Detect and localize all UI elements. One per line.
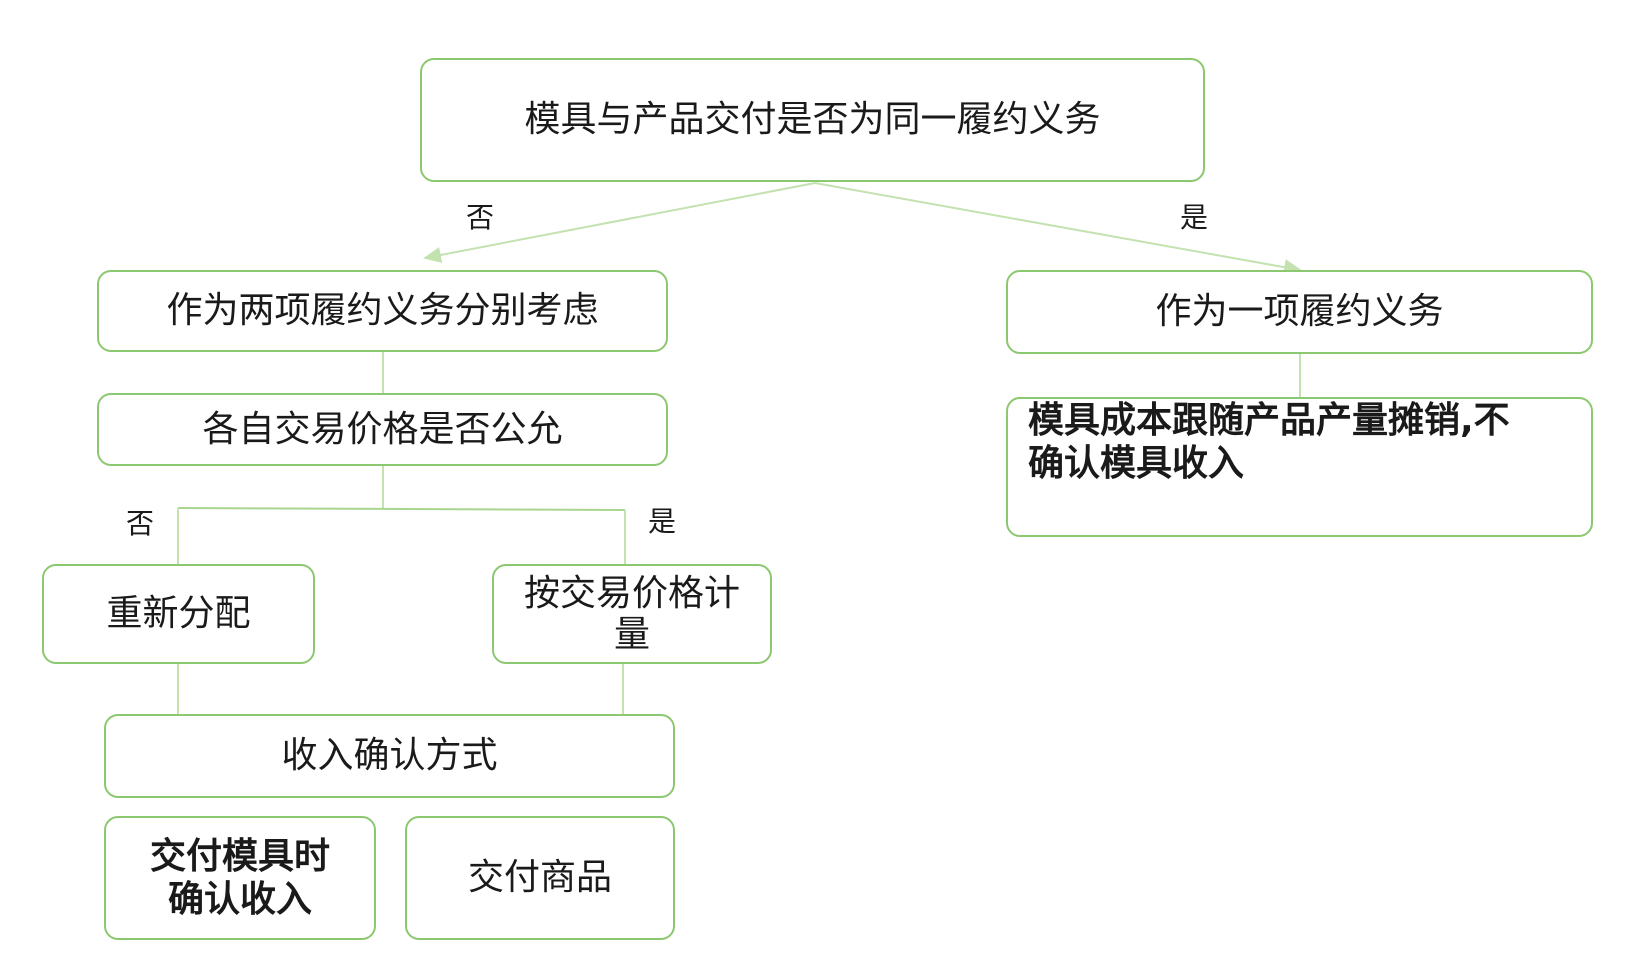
amortize-node: 模具成本跟随产品产量摊销,不 确认模具收入 bbox=[1006, 397, 1593, 537]
two-obligations-node: 作为两项履约义务分别考虑 bbox=[97, 270, 668, 352]
label-top-no: 否 bbox=[466, 201, 495, 234]
by-price-node: 按交易价格计 量 bbox=[492, 564, 772, 664]
arrow-to-two-obligations bbox=[423, 182, 816, 263]
fair-price-text: 各自交易价格是否公允 bbox=[202, 408, 563, 450]
on-mold-delivery-text-line2: 确认收入 bbox=[167, 879, 312, 920]
reallocate-text: 重新分配 bbox=[106, 593, 251, 635]
one-obligation-text: 作为一项履约义务 bbox=[1155, 291, 1444, 333]
connector-horizontal-split bbox=[177, 507, 626, 511]
on-goods-delivery-text: 交付商品 bbox=[467, 857, 612, 899]
amortize-text-line1: 模具成本跟随产品产量摊销,不 bbox=[1028, 400, 1510, 441]
label-mid-no: 否 bbox=[126, 507, 155, 540]
amortize-text-line2: 确认模具收入 bbox=[1028, 443, 1245, 485]
root-text: 模具与产品交付是否为同一履约义务 bbox=[524, 99, 1101, 141]
by-price-text-line2: 量 bbox=[613, 614, 650, 655]
on-mold-delivery-text-line1: 交付模具时 bbox=[149, 835, 330, 877]
revenue-method-text: 收入确认方式 bbox=[281, 735, 498, 777]
by-price-text-line1: 按交易价格计 bbox=[523, 572, 740, 614]
label-top-yes: 是 bbox=[1180, 201, 1209, 234]
on-mold-delivery-node: 交付模具时 确认收入 bbox=[104, 816, 376, 940]
one-obligation-node: 作为一项履约义务 bbox=[1006, 270, 1593, 354]
revenue-method-node: 收入确认方式 bbox=[104, 714, 675, 798]
label-mid-yes: 是 bbox=[648, 505, 677, 538]
fair-price-node: 各自交易价格是否公允 bbox=[97, 393, 668, 466]
two-obligations-text: 作为两项履约义务分别考虑 bbox=[166, 290, 599, 332]
reallocate-node: 重新分配 bbox=[42, 564, 315, 664]
root-node: 模具与产品交付是否为同一履约义务 bbox=[420, 58, 1205, 182]
arrow-to-one-obligation bbox=[814, 182, 1302, 276]
on-goods-delivery-node: 交付商品 bbox=[405, 816, 675, 940]
